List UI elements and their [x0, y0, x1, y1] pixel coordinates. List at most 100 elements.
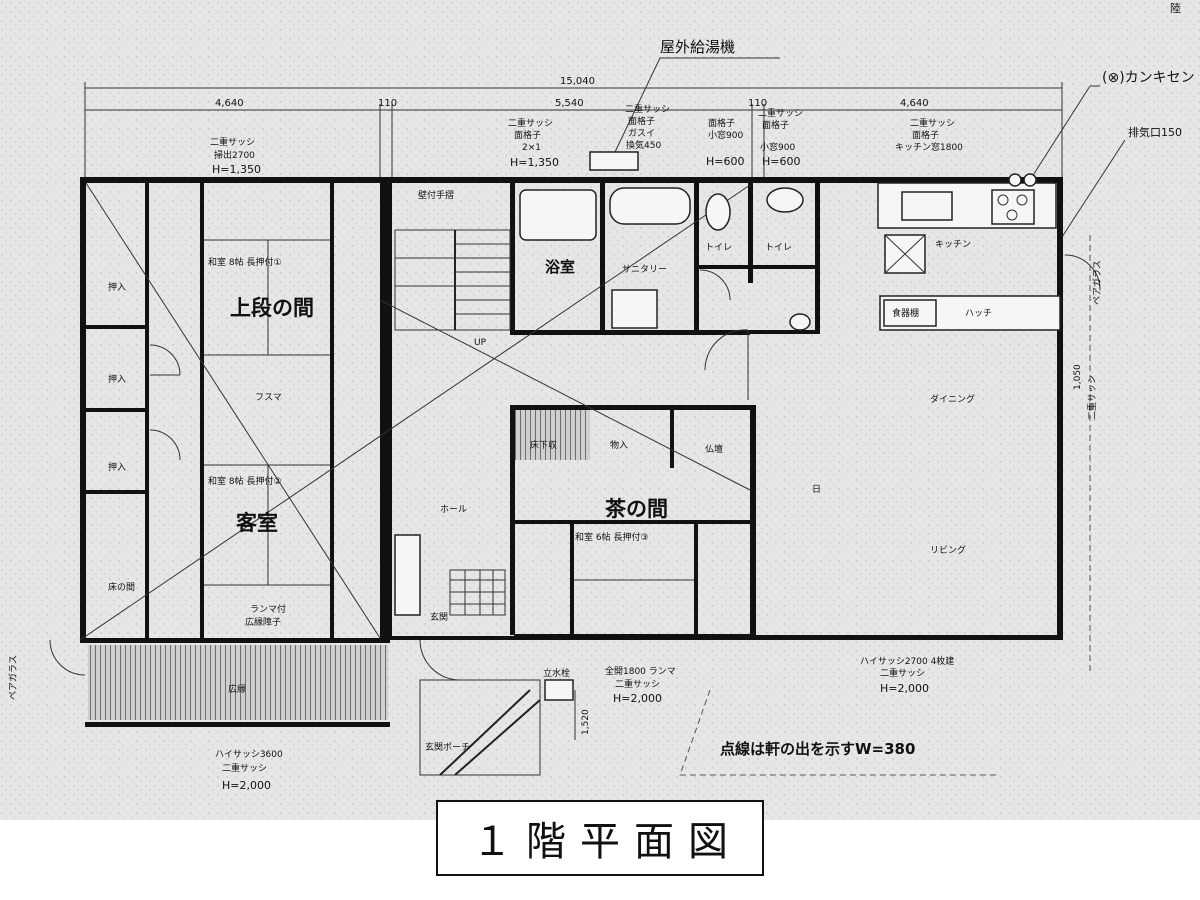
veranda-deck — [88, 645, 388, 720]
stair-up: UP — [474, 338, 487, 348]
room-tea: 茶の間 — [605, 497, 668, 521]
svg-text:面格子: 面格子 — [628, 115, 655, 127]
svg-text:面格子: 面格子 — [912, 129, 939, 141]
bathtub — [519, 189, 597, 241]
diagonal-line-3 — [79, 184, 751, 641]
window-note-bottom-right: ハイサッシ2700 4枚建 二重サッシ H=2,000 — [860, 655, 954, 695]
room-downstairs-storage: 床下収 — [530, 439, 557, 451]
svg-text:H=600: H=600 — [706, 155, 744, 168]
window-note-top-mid: 二重サッシ 面格子 ガスイ 換気450 — [625, 103, 670, 151]
svg-text:二重サッシ: 二重サッシ — [1086, 375, 1098, 420]
dim-left: 4,640 — [215, 98, 244, 109]
plan-caption: １階平面図 — [472, 819, 742, 865]
window-note-top-left: 二重サッシ 掃出2700 H=1,350 — [210, 136, 261, 176]
window-note-top-toilet: 面格子 小窓900 H=600 — [706, 117, 744, 168]
outdoor-water-heater-label: 屋外給湯機 — [660, 38, 735, 56]
spec-ranma: ランマ付 — [250, 604, 286, 615]
stove — [991, 189, 1035, 225]
window-note-top-toilet2: 二重サッシ 面格子 小窓900 H=600 — [758, 107, 803, 168]
svg-text:面格子: 面格子 — [708, 117, 735, 129]
svg-text:掃出2700: 掃出2700 — [214, 149, 255, 161]
room-cupboard: 食器棚 — [892, 307, 919, 319]
room-toilet-2: トイレ — [765, 243, 792, 253]
window-note-bottom-left: ハイサッシ3600 二重サッシ H=2,000 — [215, 749, 283, 792]
entrance-porch-label: 玄関ポーチ — [425, 741, 470, 753]
room-pantry: 物入 — [610, 439, 628, 451]
water-tap-label: 立水栓 — [543, 667, 570, 679]
dim-right: 4,640 — [900, 98, 929, 109]
spec-guest-room: 和室 8帖 長押付② — [208, 475, 282, 487]
vent-fan-1 — [1008, 173, 1022, 187]
diagonal-line-2 — [379, 299, 751, 491]
svg-text:小窓900: 小窓900 — [708, 129, 743, 141]
water-heater-unit — [589, 151, 639, 171]
room-living: リビング — [930, 544, 966, 556]
svg-text:二重サッシ: 二重サッシ — [758, 107, 803, 119]
svg-text:小窓900: 小窓900 — [760, 141, 795, 153]
svg-text:二重サッシ: 二重サッシ — [508, 117, 553, 129]
dim-total: 15,040 — [560, 76, 595, 87]
svg-text:二重サッシ: 二重サッシ — [615, 678, 660, 690]
room-storage-2: 押入 — [108, 373, 126, 385]
room-storage-3: 押入 — [108, 461, 126, 473]
entrance-tiles — [449, 569, 506, 616]
svg-text:面格子: 面格子 — [762, 119, 789, 131]
svg-text:H=600: H=600 — [762, 155, 800, 168]
room-bath: 浴室 — [545, 258, 575, 276]
svg-text:二重サッシ: 二重サッシ — [880, 667, 925, 679]
window-note-bottom-mid: 全開1800 ランマ 二重サッシ H=2,000 — [605, 665, 676, 705]
downstairs-storage-box — [515, 410, 590, 460]
room-fusuma: フスマ — [255, 393, 282, 403]
room-upper: 上段の間 — [230, 296, 314, 320]
dim-gap-left: 110 — [378, 98, 397, 109]
svg-text:二重サッシ: 二重サッシ — [910, 117, 955, 129]
eave-line — [679, 689, 1000, 776]
dim-middle: 5,540 — [555, 98, 584, 109]
svg-text:キッチン窓1800: キッチン窓1800 — [895, 141, 963, 153]
floor-plan: 15,040 4,640 110 5,540 110 4,640 屋外給湯機 二… — [0, 0, 1200, 820]
fixed-glass-left: ペアガラス — [8, 655, 19, 700]
washing-machine — [611, 289, 658, 329]
eave-note: 点線は軒の出を示すW=380 — [720, 740, 915, 758]
svg-text:2×1: 2×1 — [522, 143, 541, 153]
svg-text:ハイサッシ3600: ハイサッシ3600 — [215, 749, 283, 760]
spec-ranma-sub: 広縁障子 — [245, 616, 281, 628]
cupboard-box — [883, 299, 937, 327]
svg-text:換気450: 換気450 — [626, 139, 661, 151]
kitchen-sink — [901, 191, 953, 221]
exhaust-note: 排気口150 — [1128, 125, 1182, 139]
kankisen-note: (⊗)カンキセン — [1102, 70, 1195, 86]
caption-box: １階平面図 — [436, 800, 764, 876]
svg-text:1,050: 1,050 — [1073, 364, 1083, 390]
svg-text:H=2,000: H=2,000 — [880, 682, 929, 695]
room-toilet-1: トイレ — [705, 243, 732, 253]
dim-gap-right: 110 — [748, 98, 767, 109]
room-hall: ホール — [440, 504, 467, 515]
hand-sink — [789, 313, 811, 331]
window-note-top-kitchen: 二重サッシ 面格子 キッチン窓1800 — [895, 117, 963, 153]
room-tokonoma: 床の間 — [108, 581, 135, 593]
porch-outline — [419, 679, 576, 776]
handrail-label: 壁付手摺 — [418, 189, 454, 201]
fixed-glass-right: ペアガラス — [1092, 260, 1103, 305]
diagonal-line-1 — [85, 182, 381, 639]
room-storage-1: 押入 — [108, 281, 126, 293]
spec-upper-room: 和室 8帖 長押付① — [208, 256, 282, 268]
door-swings — [49, 254, 1101, 681]
toilet-bowl-2 — [766, 187, 804, 213]
dimension-lines — [84, 82, 1063, 182]
interior-walls — [86, 183, 820, 640]
room-entrance: 玄関 — [430, 611, 448, 623]
room-hatch: ハッチ — [965, 308, 992, 319]
svg-text:H=1,350: H=1,350 — [510, 156, 559, 169]
svg-text:ガスイ: ガスイ — [628, 128, 655, 139]
tatami-lines — [204, 239, 694, 586]
room-veranda: 広縁 — [228, 683, 246, 695]
svg-text:ハイサッシ2700 4枚建: ハイサッシ2700 4枚建 — [860, 655, 954, 667]
staircase — [394, 229, 511, 331]
porch-dim: 1,520 — [581, 709, 591, 735]
room-sanitary: サニタリー — [622, 264, 667, 275]
vent-fan-2 — [1023, 173, 1037, 187]
window-note-right-side: 1,050 二重サッシ — [1073, 364, 1098, 420]
window-note-top-bath: 二重サッシ 面格子 2×1 H=1,350 — [508, 117, 559, 169]
